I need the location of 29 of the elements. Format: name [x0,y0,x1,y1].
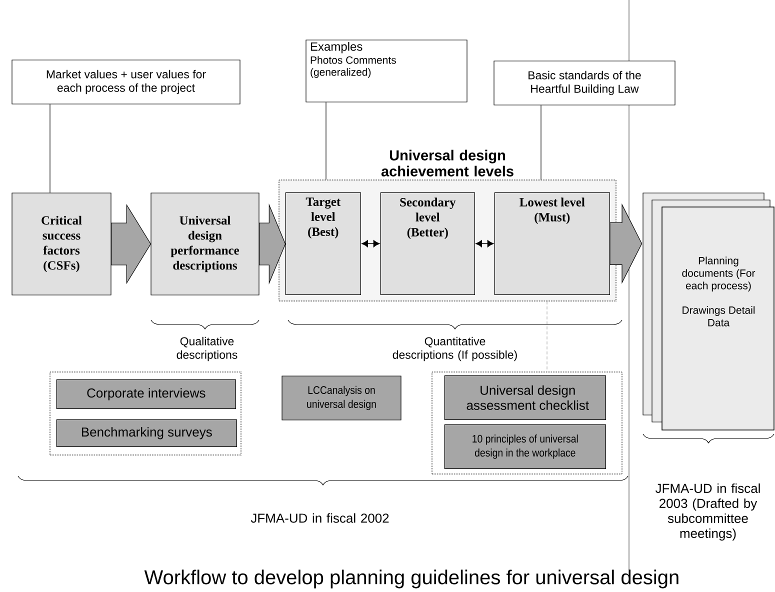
method-box: 10 principles of universal design in the workplace [444,424,606,469]
document-stack-drawing: Planning documents (For each process) Drawings Detail Data [642,192,774,430]
level-box: Lowest level (Must) [494,192,610,295]
method-box: Benchmarking surveys [56,419,237,447]
group-box [432,372,622,474]
connector-line [546,301,548,372]
process-box: Universal design performance descriptions [150,192,260,296]
brace-label: JFMA-UD in fiscal 2002 [250,513,389,523]
caption: Workflow to develop planning guidelines for universal design [144,570,678,588]
note-box: Market values + user values for each process of the project [12,60,240,104]
brace-label: Qualitative descriptions [176,336,238,362]
note-box: Examples Photos Comments (generalized) [306,40,468,102]
block-arrow [610,203,642,284]
leader-line [540,105,542,180]
method-box: Corporate interviews [56,379,236,409]
double-arrow [476,240,494,248]
double-arrow [362,240,380,248]
group-box [50,372,242,456]
method-box: LCCanalysis on universal design [282,376,402,420]
brace-label: Quantitative descriptions (If possible) [392,336,517,362]
block-arrow [111,204,152,284]
note-box: Basic standards of the Heartful Building Law [494,60,676,106]
brace-label: JFMA-UD in fiscal 2003 (Drafted by subcommittee meetings) [656,483,760,541]
node-label: Universal design achievement levels [381,150,514,176]
level-box: Target level (Best) [285,192,361,295]
level-box: Secondary level (Better) [380,192,475,295]
process-box: Critical success factors (CSFs) [12,192,112,296]
block-arrow [259,204,286,284]
method-box: Universal design assessment checklist [444,375,606,420]
